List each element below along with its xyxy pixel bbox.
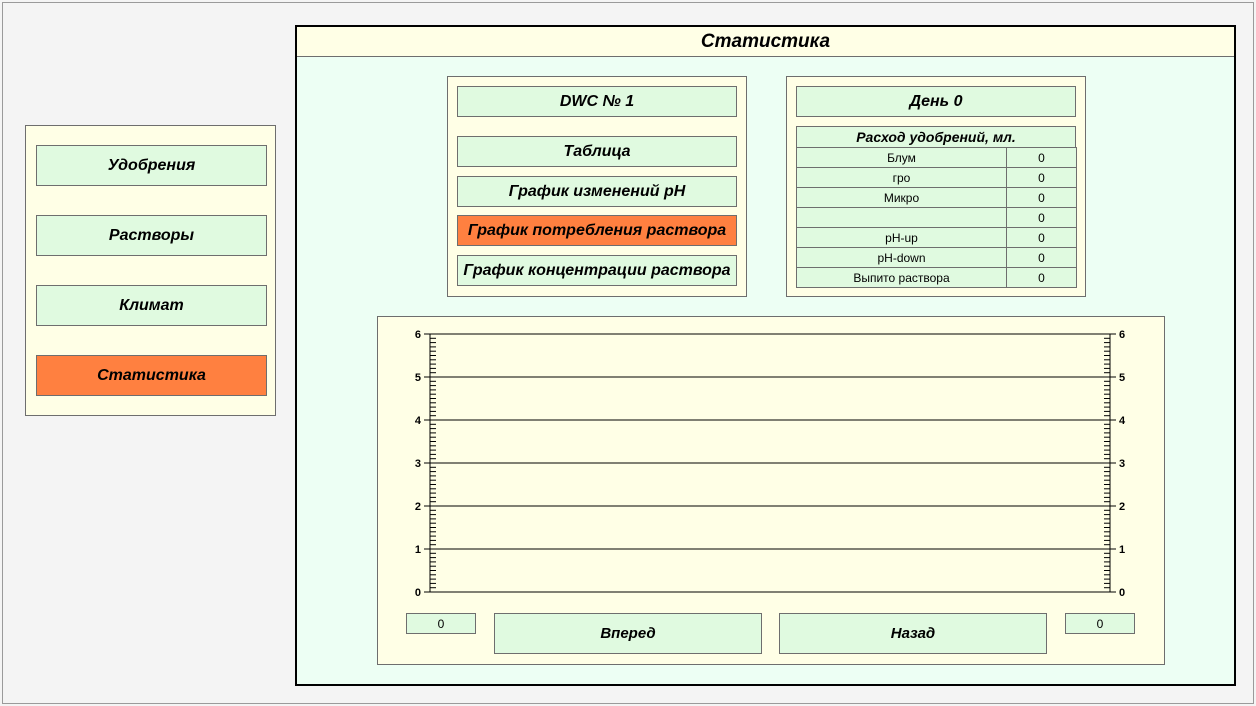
system-selector-button[interactable]: DWC № 1 bbox=[457, 86, 737, 117]
y-tick-label-right: 4 bbox=[1119, 415, 1126, 427]
row-name: pH-up bbox=[796, 227, 1007, 248]
y-tick-label-left: 5 bbox=[415, 372, 421, 384]
y-tick-label-left: 4 bbox=[415, 415, 422, 427]
y-tick-label-left: 3 bbox=[415, 458, 421, 470]
consumption-chart: 0 0 1 1 2 2 3 3 4 4 5 5 6 6 bbox=[415, 329, 1126, 599]
y-tick-label-left: 1 bbox=[415, 544, 421, 556]
nav-panel: Удобрения Растворы Климат Статистика bbox=[25, 125, 276, 416]
row-value: 0 bbox=[1006, 187, 1077, 208]
row-value: 0 bbox=[1006, 267, 1077, 288]
y-tick-label-right: 3 bbox=[1119, 458, 1125, 470]
consumption-summary-panel: День 0 Расход удобрений, мл. Блум 0 гро … bbox=[786, 76, 1086, 297]
y-tick-label-left: 2 bbox=[415, 501, 421, 513]
y-tick-label-right: 0 bbox=[1119, 587, 1125, 599]
table-row: pH-up 0 bbox=[796, 227, 1077, 248]
row-value: 0 bbox=[1006, 207, 1077, 228]
statistics-panel: Статистика DWC № 1 Таблица График измене… bbox=[295, 25, 1236, 686]
table-button[interactable]: Таблица bbox=[457, 136, 737, 167]
forward-button[interactable]: Вперед bbox=[494, 613, 762, 654]
fertilizer-table-title: Расход удобрений, мл. bbox=[796, 126, 1076, 147]
row-name: pH-down bbox=[796, 247, 1007, 268]
nav-fertilizers-button[interactable]: Удобрения bbox=[36, 145, 267, 186]
y-tick-label-right: 1 bbox=[1119, 544, 1125, 556]
table-row: 0 bbox=[796, 207, 1077, 228]
row-value: 0 bbox=[1006, 147, 1077, 168]
back-button[interactable]: Назад bbox=[779, 613, 1047, 654]
y-tick-label-right: 2 bbox=[1119, 501, 1125, 513]
ph-chart-button[interactable]: График изменений pH bbox=[457, 176, 737, 207]
table-row: Выпито раствора 0 bbox=[796, 267, 1077, 288]
right-counter: 0 bbox=[1065, 613, 1135, 634]
row-value: 0 bbox=[1006, 247, 1077, 268]
fertilizer-table: Блум 0 гро 0 Микро 0 0 bbox=[796, 147, 1077, 288]
row-name: Блум bbox=[796, 147, 1007, 168]
concentration-chart-button[interactable]: График концентрации раствора bbox=[457, 255, 737, 286]
chart-panel: 0 0 1 1 2 2 3 3 4 4 5 5 6 6 0 Вперед Назад 0 bbox=[377, 316, 1165, 665]
row-value: 0 bbox=[1006, 227, 1077, 248]
y-tick-label-left: 0 bbox=[415, 587, 421, 599]
row-name: Выпито раствора bbox=[796, 267, 1007, 288]
nav-statistics-button[interactable]: Статистика bbox=[36, 355, 267, 396]
y-tick-label-left: 6 bbox=[415, 329, 421, 341]
left-counter: 0 bbox=[406, 613, 476, 634]
row-name bbox=[796, 207, 1007, 228]
nav-solutions-button[interactable]: Растворы bbox=[36, 215, 267, 256]
nav-climate-button[interactable]: Климат bbox=[36, 285, 267, 326]
page-title: Статистика bbox=[297, 27, 1234, 57]
table-row: pH-down 0 bbox=[796, 247, 1077, 268]
y-tick-label-right: 6 bbox=[1119, 329, 1125, 341]
consumption-chart-button[interactable]: График потребления раствора bbox=[457, 215, 737, 246]
row-value: 0 bbox=[1006, 167, 1077, 188]
chart-selector-panel: DWC № 1 Таблица График изменений pH Граф… bbox=[447, 76, 747, 297]
table-row: гро 0 bbox=[796, 167, 1077, 188]
y-tick-label-right: 5 bbox=[1119, 372, 1125, 384]
table-row: Блум 0 bbox=[796, 147, 1077, 168]
row-name: гро bbox=[796, 167, 1007, 188]
table-row: Микро 0 bbox=[796, 187, 1077, 208]
day-selector-button[interactable]: День 0 bbox=[796, 86, 1076, 117]
row-name: Микро bbox=[796, 187, 1007, 208]
